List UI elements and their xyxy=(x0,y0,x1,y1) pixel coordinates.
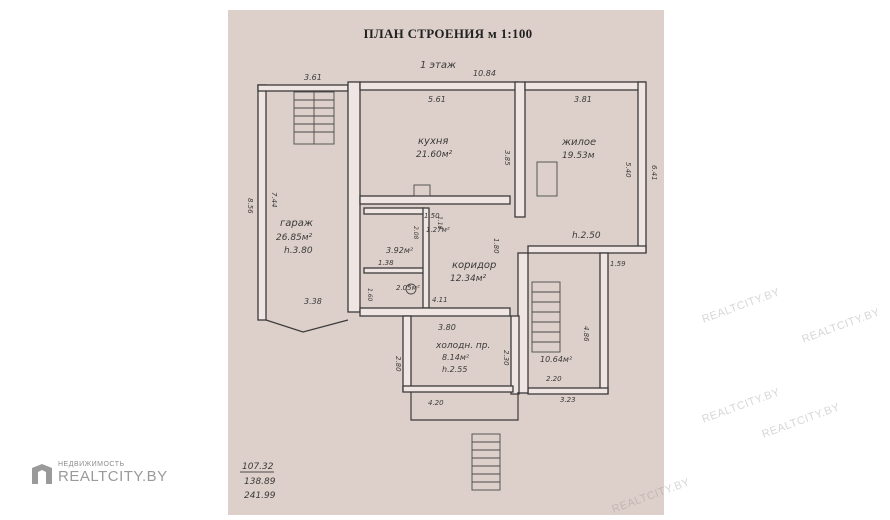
stair-right-wall xyxy=(599,252,609,394)
dim-4-86: 4.86 xyxy=(582,326,590,342)
dim-4-11: 4.11 xyxy=(432,296,448,304)
realtcity-watermark: НЕДВИЖИМОСТЬ REALTCITY.BY xyxy=(30,460,230,490)
bath-mid-wall xyxy=(363,267,427,274)
garage-partition-wall xyxy=(347,81,361,313)
faint-watermark-3: REALTCITY.BY xyxy=(700,386,782,426)
faint-watermark-1: REALTCITY.BY xyxy=(700,286,782,326)
building-logo-icon xyxy=(32,464,52,484)
wc1-area: 1.27м² xyxy=(426,226,450,234)
dim-6-41: 6.41 xyxy=(650,165,658,181)
stove-icon xyxy=(413,184,431,197)
cold-store-height: h.2.55 xyxy=(442,365,467,374)
corridor-area: 12.34м² xyxy=(450,274,487,284)
dim-5-40: 5.40 xyxy=(624,162,632,178)
plan-sheet: ПЛАН СТРОЕНИЯ м 1:100 xyxy=(228,10,664,515)
living-height: h.2.50 xyxy=(572,231,601,241)
dim-3-80: 3.80 xyxy=(438,323,456,332)
dim-2-30: 2.30 xyxy=(502,350,510,366)
total-2: 138.89 xyxy=(244,477,276,487)
stair-bottom-wall xyxy=(527,387,609,395)
dim-1-50: 1.50 xyxy=(424,212,440,220)
total-1: 107.32 xyxy=(242,462,274,472)
living-name: жилое xyxy=(561,137,596,148)
garage-name: гараж xyxy=(280,218,313,229)
dim-3-81: 3.81 xyxy=(574,95,592,104)
toilet-icon xyxy=(405,283,417,295)
garage-area: 26.85м² xyxy=(276,233,313,243)
corridor-name: коридор xyxy=(452,260,496,271)
garage-height: h.3.80 xyxy=(284,246,313,256)
floor-label: 1 этаж xyxy=(420,60,456,71)
floor-plan-drawing: гараж 26.85м² h.3.80 кухня 21.60м² жилое… xyxy=(240,60,658,501)
garage-front-line xyxy=(265,319,349,333)
total-3: 241.99 xyxy=(244,491,276,501)
dim-2-20: 2.20 xyxy=(546,375,562,383)
dim-7-44: 7.44 xyxy=(270,192,278,208)
dim-1-80: 1.80 xyxy=(492,238,500,254)
corridor-bottom-wall xyxy=(359,307,511,317)
dim-1-18: 1.18 xyxy=(436,216,443,230)
kitchen-name: кухня xyxy=(418,136,448,147)
garage-top-wall xyxy=(257,84,349,92)
cold-right-wall xyxy=(510,315,520,395)
dim-8-56: 8.56 xyxy=(246,198,254,214)
walls xyxy=(257,81,647,395)
living-area: 19.53м xyxy=(562,151,595,161)
dim-3-23: 3.23 xyxy=(560,396,576,404)
dim-5-61: 5.61 xyxy=(428,95,446,104)
watermark-big-text: REALTCITY.BY xyxy=(58,468,168,485)
kitchen-living-wall xyxy=(514,81,526,218)
dim-2-80: 2.80 xyxy=(394,356,402,372)
living-bottom-wall xyxy=(527,245,647,254)
dim-3-85: 3.85 xyxy=(503,150,511,166)
exterior-stairs xyxy=(410,392,519,491)
bath-top-wall xyxy=(363,207,425,215)
cold-store-name: холодн. пр. xyxy=(435,341,490,351)
cold-store-area: 8.14м² xyxy=(442,353,470,362)
garage-stairs xyxy=(293,91,335,145)
bath-area: 3.92м² xyxy=(386,246,414,255)
garage-left-wall xyxy=(257,84,267,321)
kitchen-area: 21.60м² xyxy=(416,150,453,160)
cold-left-wall xyxy=(402,315,412,392)
living-right-wall xyxy=(637,81,647,253)
cold-bottom-wall xyxy=(402,385,514,393)
stair-room-stairs xyxy=(531,281,561,353)
dim-3-38: 3.38 xyxy=(304,297,322,306)
bath-right-wall xyxy=(422,207,430,309)
kitchen-bottom-wall xyxy=(359,195,511,205)
dim-3-61: 3.61 xyxy=(304,73,322,82)
kitchen-top-wall xyxy=(359,81,519,91)
faint-watermark-2: REALTCITY.BY xyxy=(800,306,882,346)
living-top-wall xyxy=(524,81,646,91)
dim-1-59: 1.59 xyxy=(610,260,626,268)
area-totals: 107.32 138.89 241.99 xyxy=(240,462,276,501)
dim-2-08: 2.08 xyxy=(412,226,419,240)
dim-1-60: 1.60 xyxy=(366,288,373,302)
fireplace-icon xyxy=(536,161,558,197)
dim-4-20: 4.20 xyxy=(428,399,444,407)
stair-room-area: 10.64м² xyxy=(540,355,573,364)
watermark-small-text: НЕДВИЖИМОСТЬ xyxy=(58,461,125,468)
wc2-area: 2.05м² xyxy=(396,284,420,292)
faint-watermark-4: REALTCITY.BY xyxy=(760,401,842,441)
dim-10-84: 10.84 xyxy=(473,69,496,78)
plan-title: ПЛАН СТРОЕНИЯ м 1:100 xyxy=(363,26,533,41)
dim-1-38: 1.38 xyxy=(378,259,394,267)
